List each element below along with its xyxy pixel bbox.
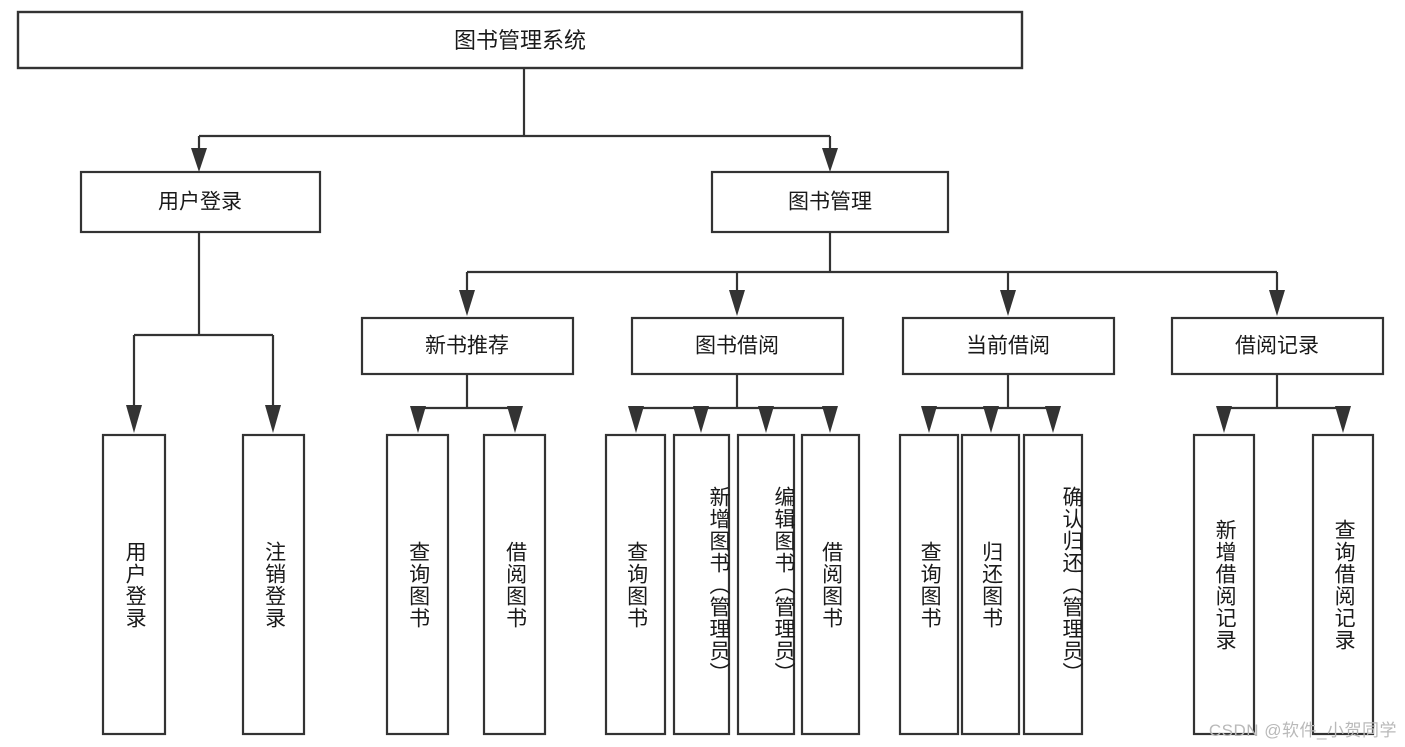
- arrow-to-book-management: [822, 148, 838, 172]
- arrow-leaf-query-borrow-record: [1335, 406, 1351, 433]
- node-new-book-recommend-box[interactable]: [360, 316, 575, 376]
- node-book-management-label: 图书管理: [788, 191, 872, 214]
- arrow-to-user-login: [191, 148, 207, 172]
- leaf-box-query-book-2[interactable]: [604, 433, 667, 736]
- arrow-leaf-add-borrow-record: [1216, 406, 1232, 433]
- node-root-box[interactable]: [16, 10, 1024, 70]
- node-borrow-record[interactable]: 借阅记录: [1170, 316, 1385, 376]
- arrow-leaf-query-book-3: [921, 406, 937, 433]
- leaf-box-user-login[interactable]: [101, 433, 167, 736]
- leaf-box-add-book-admin[interactable]: [672, 433, 731, 736]
- node-current-borrow-box[interactable]: [901, 316, 1116, 376]
- leaf-box-confirm-return-admin[interactable]: [1022, 433, 1084, 736]
- node-user-login[interactable]: 用户登录: [79, 170, 322, 234]
- arrow-leaf-query-book-1: [410, 406, 426, 433]
- node-new-book-recommend[interactable]: 新书推荐: [360, 316, 575, 376]
- leaf-box-query-book-3[interactable]: [898, 433, 960, 736]
- arrow-leaf-edit-book-admin: [758, 406, 774, 433]
- node-book-borrow-label: 图书借阅: [695, 335, 779, 358]
- node-book-management[interactable]: 图书管理: [710, 170, 950, 234]
- arrow-leaf-add-book-admin: [693, 406, 709, 433]
- leaf-box-query-book-1[interactable]: [385, 433, 450, 736]
- node-book-borrow[interactable]: 图书借阅: [630, 316, 845, 376]
- arrow-to-new-book-recommend: [459, 290, 475, 316]
- arrow-to-borrow-record: [1269, 290, 1285, 316]
- node-borrow-record-label: 借阅记录: [1235, 335, 1319, 358]
- arrow-leaf-return-book: [983, 406, 999, 433]
- leaf-box-add-borrow-record[interactable]: [1192, 433, 1256, 736]
- connector-layer: [126, 68, 1351, 433]
- node-book-management-box[interactable]: [710, 170, 950, 234]
- node-book-borrow-box[interactable]: [630, 316, 845, 376]
- node-current-borrow[interactable]: 当前借阅: [901, 316, 1116, 376]
- node-root[interactable]: 图书管理系统: [16, 10, 1024, 70]
- arrow-leaf-borrow-book-1: [507, 406, 523, 433]
- node-new-book-recommend-label: 新书推荐: [425, 335, 509, 358]
- arrow-leaf-borrow-book-2: [822, 406, 838, 433]
- node-user-login-label: 用户登录: [158, 191, 242, 214]
- node-user-login-box[interactable]: [79, 170, 322, 234]
- arrow-leaf-query-book-2: [628, 406, 644, 433]
- arrow-leaf-user-logout: [265, 405, 281, 433]
- arrow-leaf-confirm-return-admin: [1045, 406, 1061, 433]
- leaf-box-user-logout[interactable]: [241, 433, 306, 736]
- arrow-to-book-borrow: [729, 290, 745, 316]
- leaf-box-borrow-book-2[interactable]: [800, 433, 861, 736]
- leaf-box-query-borrow-record[interactable]: [1311, 433, 1375, 736]
- node-borrow-record-box[interactable]: [1170, 316, 1385, 376]
- arrow-leaf-user-login: [126, 405, 142, 433]
- node-root-label: 图书管理系统: [454, 28, 586, 53]
- leaf-box-return-book[interactable]: [960, 433, 1021, 736]
- node-current-borrow-label: 当前借阅: [966, 335, 1050, 358]
- leaf-box-edit-book-admin[interactable]: [736, 433, 796, 736]
- csdn-watermark: CSDN @软件_小贺同学: [1208, 721, 1397, 740]
- arrow-to-current-borrow: [1000, 290, 1016, 316]
- leaf-box-borrow-book-1[interactable]: [482, 433, 547, 736]
